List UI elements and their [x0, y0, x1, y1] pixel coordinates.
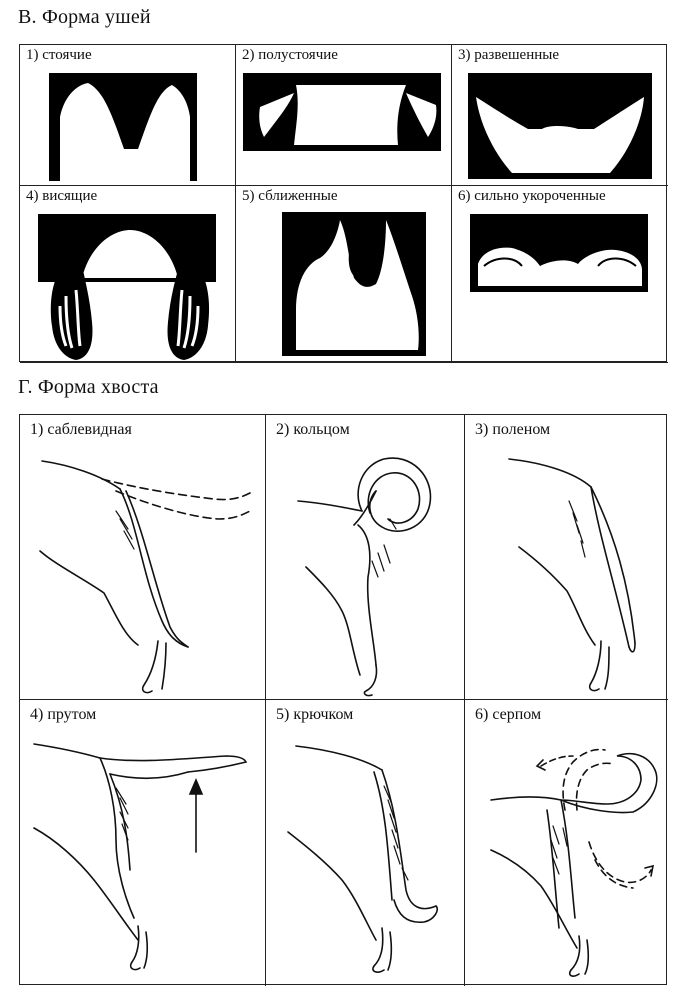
ears-grid: 1) стоячие 2) полустоячие 3) развешенные… — [19, 44, 668, 363]
tail-label-saber: 1) саблевидная — [30, 421, 132, 438]
tail-cell-ring: 2) кольцом — [266, 415, 465, 700]
ear-cell-erect: 1) стоячие — [20, 45, 236, 186]
ear-cell-semi-erect: 2) полустоячие — [236, 45, 452, 186]
ear-label-close-set: 5) сближенные — [242, 188, 338, 204]
ear-label-spread: 3) развешенные — [458, 47, 559, 63]
tail-label-log: 3) поленом — [475, 421, 551, 438]
tail-cell-log: 3) поленом — [465, 415, 668, 700]
tail-illustration-rod — [33, 743, 248, 971]
ear-cell-close-set: 5) сближенные — [236, 186, 452, 363]
ears-section-title: В. Форма ушей — [18, 6, 151, 28]
tail-grid: 1) саблевидная 2) кольцом — [19, 414, 668, 986]
ear-illustration-spread — [468, 73, 652, 179]
ear-illustration-erect — [49, 73, 197, 181]
tail-label-rod: 4) прутом — [30, 706, 97, 723]
tail-cell-saber: 1) саблевидная — [20, 415, 266, 700]
tail-label-hook: 5) крючком — [276, 706, 354, 723]
tail-illustration-log — [508, 458, 636, 692]
tail-illustration-sickle — [490, 748, 658, 977]
ear-cell-cropped: 6) сильно укороченные — [452, 186, 668, 363]
tail-cell-sickle: 6) серпом — [465, 700, 668, 986]
ear-label-hanging: 4) висящие — [26, 188, 98, 204]
tail-illustration-hook — [287, 745, 439, 973]
ear-label-cropped: 6) сильно укороченные — [458, 188, 606, 204]
ear-cell-hanging: 4) висящие — [20, 186, 236, 363]
tail-label-ring: 2) кольцом — [276, 421, 350, 438]
tail-cell-hook: 5) крючком — [266, 700, 465, 986]
ear-illustration-close-set — [282, 212, 426, 356]
ear-label-semi-erect: 2) полустоячие — [242, 47, 338, 63]
tail-illustration-ring — [297, 457, 432, 697]
tail-cell-rod: 4) прутом — [20, 700, 266, 986]
tail-illustration-saber — [39, 460, 251, 694]
ear-label-erect: 1) стоячие — [26, 47, 92, 63]
ear-illustration-cropped — [470, 214, 648, 292]
ear-illustration-hanging — [38, 214, 216, 360]
tail-label-sickle: 6) серпом — [475, 706, 542, 723]
tail-section-title: Г. Форма хвоста — [18, 376, 159, 398]
ear-illustration-semi-erect — [243, 73, 441, 151]
ear-cell-spread: 3) развешенные — [452, 45, 668, 186]
